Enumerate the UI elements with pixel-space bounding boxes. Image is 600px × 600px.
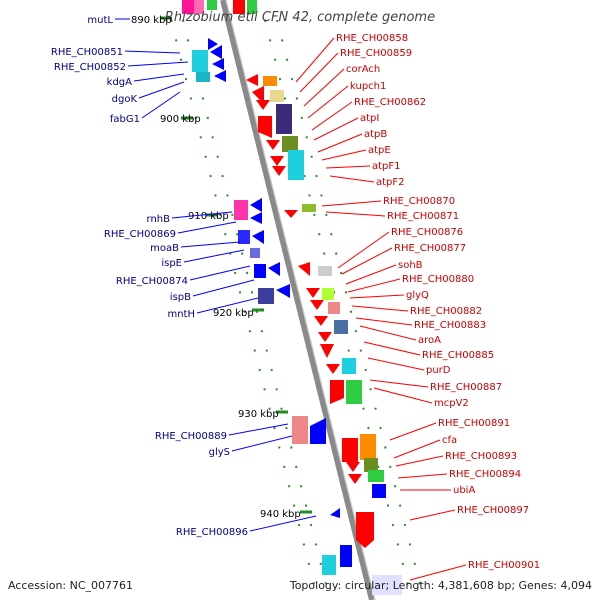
gene-label-right: RHE_CH00901 [468,560,540,571]
gene-label-left: glyS [209,447,230,458]
gene-label-left: RHE_CH00852 [54,62,126,73]
tick-label: 910 kbp [188,211,229,222]
gene-label-right: kupch1 [350,81,386,92]
gene-label-right: RHE_CH00862 [354,97,426,108]
gene-label-right: atpF2 [376,177,405,188]
gene-label-left: fabG1 [110,114,140,125]
gene-label-right: purD [426,365,451,376]
gene-label-right: ubiA [453,485,475,496]
gene-label-right: atpE [368,145,391,156]
gene-label-right: RHE_CH00877 [394,243,466,254]
gene-label-right: glyQ [406,290,429,301]
gene-label-left: rnhB [147,214,171,225]
gene-label-left: kdgA [107,77,132,88]
genome-backbone [220,0,376,600]
tick-label: 900 kbp [160,114,201,125]
gene-label-right: cfa [442,435,457,446]
gene-label-right: aroA [418,335,441,346]
gene-label-right: RHE_CH00893 [445,451,517,462]
gene-label-right: RHE_CH00859 [340,48,412,59]
right-labels: RHE_CH00858 RHE_CH00859 corAch kupch1 RH… [295,33,540,581]
gene-label-right: RHE_CH00870 [383,196,455,207]
tick-label: 920 kbp [213,308,254,319]
gene-label-right: RHE_CH00858 [336,33,408,44]
gene-label-right: RHE_CH00891 [438,418,510,429]
gene-label-right: atpI [360,113,379,124]
tick-labels: 890 kbp 900 kbp 910 kbp 920 kbp 930 kbp … [131,15,301,520]
right-genes [233,0,402,595]
gene-label-right: RHE_CH00871 [387,211,459,222]
tick-label: 930 kbp [238,409,279,420]
tick-label: 890 kbp [131,15,172,26]
gene-label-right: RHE_CH00897 [457,505,529,516]
gene-label-left: mutL [87,15,113,26]
gene-label-right: RHE_CH00894 [449,469,521,480]
gene-label-right: corAch [346,64,380,75]
gene-label-left: RHE_CH00896 [176,527,248,538]
gene-label-right: RHE_CH00880 [402,274,474,285]
gene-label-right: RHE_CH00887 [430,382,502,393]
left-labels: mutL RHE_CH00851 RHE_CH00852 kdgA dgoK f… [51,15,317,538]
tick-marks [160,16,312,514]
gene-label-left: RHE_CH00889 [155,431,227,442]
gene-label-right: RHE_CH00883 [414,320,486,331]
gene-label-left: mntH [167,309,195,320]
gene-label-right: RHE_CH00882 [410,306,482,317]
gene-label-left: RHE_CH00851 [51,47,123,58]
gene-label-left: ispB [170,292,191,303]
gene-label-right: RHE_CH00876 [391,227,463,238]
gene-label-left: ispE [161,258,182,269]
genome-summary-text: Topology: circular; Length: 4,381,608 bp… [289,579,592,592]
gene-label-left: moaB [150,243,179,254]
gene-label-right: atpF1 [372,161,401,172]
map-title: Rhizobium etli CFN 42, complete genome [165,10,435,25]
gene-label-right: mcpV2 [434,398,469,409]
gene-label-right: RHE_CH00885 [422,350,494,361]
gene-label-left: dgoK [112,94,138,105]
gene-label-right: sohB [398,260,423,271]
gene-label-left: RHE_CH00869 [104,229,176,240]
left-genes [182,0,352,575]
gene-label-right: atpB [364,129,387,140]
tick-label: 940 kbp [260,509,301,520]
gene-label-left: RHE_CH00874 [116,276,188,287]
accession-text: Accession: NC_007761 [8,579,134,592]
